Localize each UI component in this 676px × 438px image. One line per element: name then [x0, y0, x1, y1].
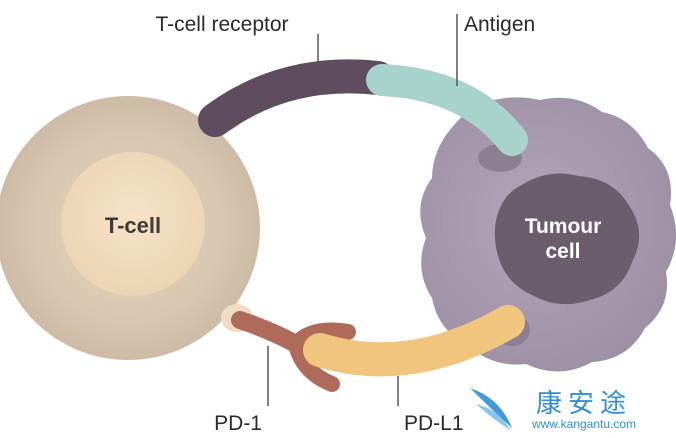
pd1-lower-arm [288, 336, 340, 392]
antigen-label: Antigen [464, 13, 535, 36]
watermark-logo-icon [470, 388, 512, 430]
pd1-label: PD-1 [214, 412, 262, 435]
watermark-chinese: 康安途 [536, 389, 632, 419]
tumour-nucleus [494, 173, 640, 305]
pd-l1 [303, 305, 530, 377]
t-cell-label: T-cell [105, 213, 161, 238]
pdl1-arc [303, 305, 525, 377]
t-cell-receptor [198, 59, 395, 137]
watermark-url: www.kangantu.com [531, 417, 636, 431]
pd-1 [221, 304, 356, 392]
antigen-arc [366, 64, 528, 156]
pdl1-label: PD-L1 [404, 412, 464, 435]
tumour-label-line1: Tumour [525, 215, 602, 238]
tcr-arc [198, 59, 395, 137]
pd1-stem [231, 311, 305, 353]
t-cell: T-cell [0, 96, 260, 360]
tcr-label: T-cell receptor [155, 13, 288, 36]
antigen [366, 64, 528, 172]
tumour-label-line2: cell [545, 240, 580, 263]
watermark: 康安途 www.kangantu.com [470, 388, 636, 431]
t-cell-nucleus [61, 152, 205, 296]
